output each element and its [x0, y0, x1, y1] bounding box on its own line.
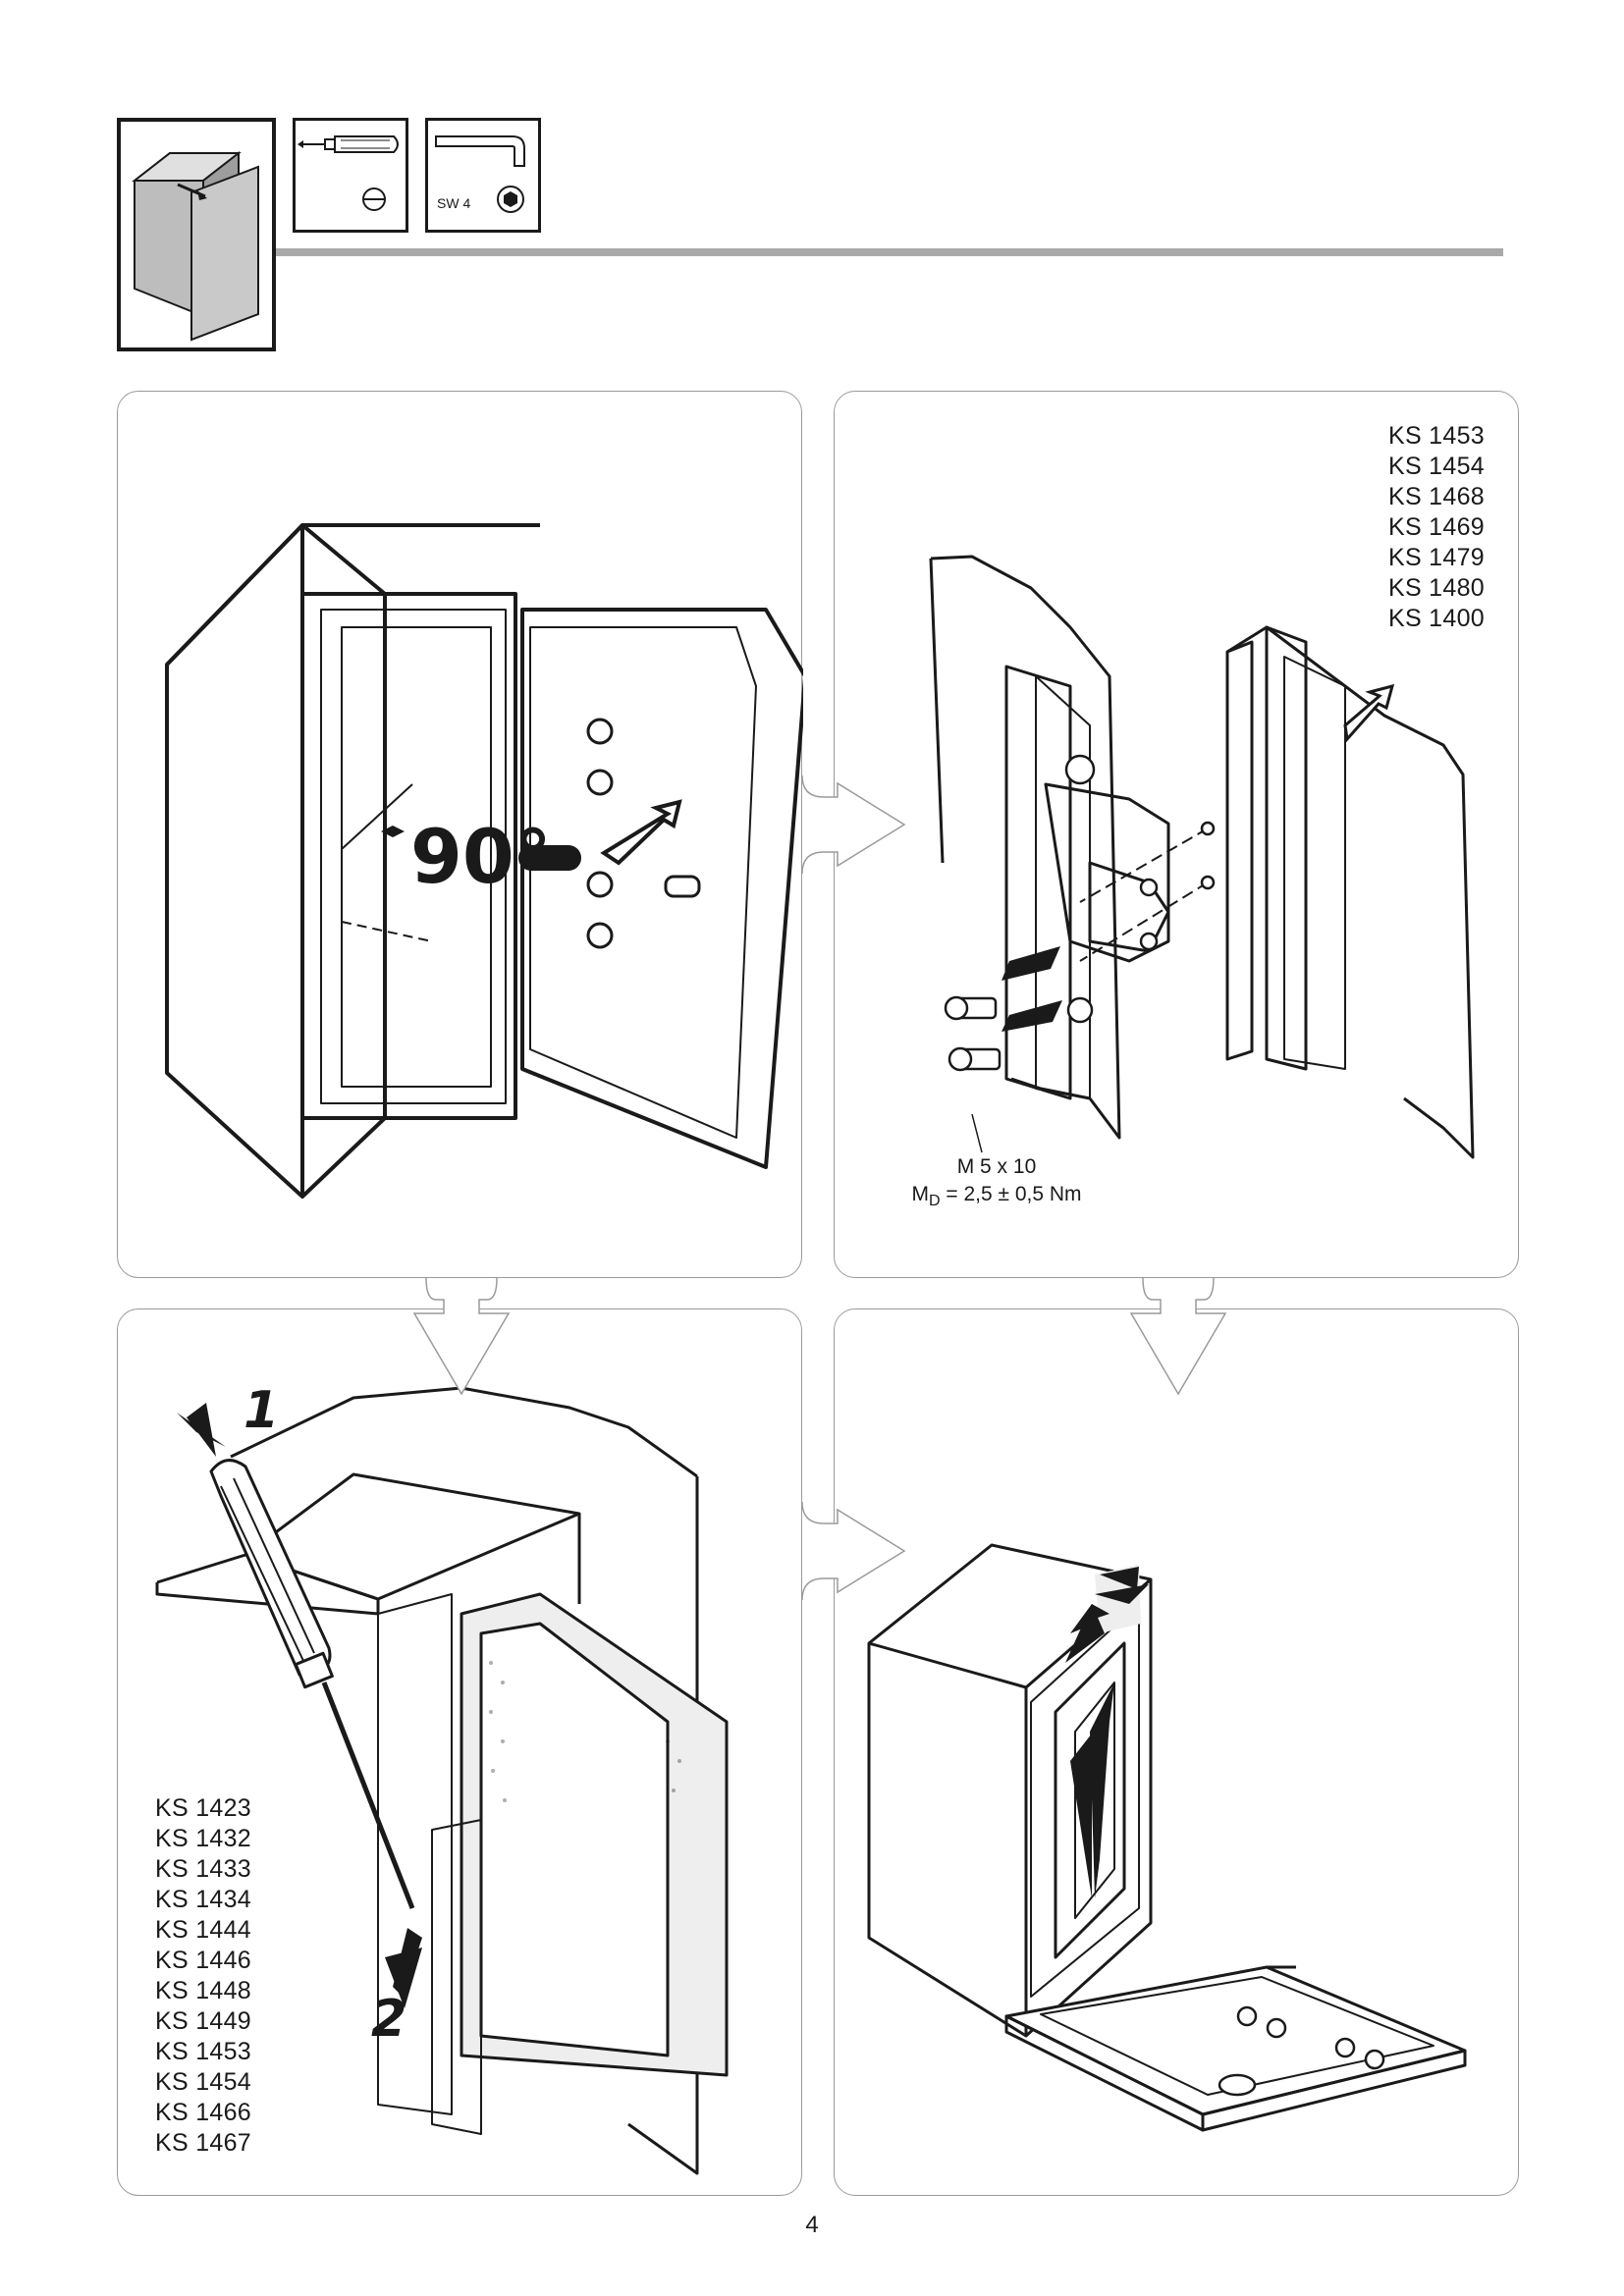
model-list-item: KS 1400 — [1387, 605, 1485, 632]
model-list-item: KS 1467 — [155, 2129, 252, 2157]
model-list-item: KS 1466 — [155, 2099, 252, 2126]
angle-label: 90° — [410, 813, 552, 900]
model-list-item: KS 1454 — [155, 2068, 252, 2096]
model-list-item: KS 1479 — [1387, 544, 1485, 571]
cabinet-door-icon — [117, 118, 276, 351]
model-list-item: KS 1433 — [155, 1855, 252, 1883]
model-list-hinge: KS 1453 KS 1454 KS 1468 KS 1469 KS 1479 … — [1388, 421, 1485, 634]
hex-key-icon: SW 4 — [425, 118, 541, 233]
profile-screwdriver-illustration: 1 2 — [155, 1381, 729, 2175]
step-panel-open-door: 90° — [117, 391, 803, 1278]
model-list-item: KS 1449 — [155, 2007, 252, 2035]
step-1-label: 1 — [244, 1381, 279, 1440]
model-list-item: KS 1469 — [1387, 513, 1485, 541]
screw-size: M 5 x 10 — [956, 1155, 1037, 1178]
page-number: 4 — [805, 2212, 819, 2238]
flow-arrow-right-bottom — [802, 1501, 906, 1601]
removed-door-illustration — [867, 1543, 1467, 2132]
model-list-item: KS 1423 — [155, 1794, 252, 1822]
model-list-item: KS 1432 — [155, 1825, 252, 1852]
screwdriver-icon — [293, 118, 408, 233]
model-list-profile: KS 1423 KS 1432 KS 1433 KS 1434 KS 1444 … — [155, 1793, 251, 2159]
model-list-item: KS 1480 — [1387, 574, 1485, 602]
step-panel-screwdriver: 1 2 KS 1423 KS 1432 KS 1433 KS 1434 KS 1… — [117, 1308, 802, 2196]
hex-key-size-label: SW 4 — [437, 195, 471, 211]
model-list-item: KS 1468 — [1387, 483, 1485, 510]
flow-arrow-down-left — [412, 1278, 511, 1396]
model-list-item: KS 1453 — [1387, 422, 1485, 450]
hinge-detail-illustration — [929, 555, 1475, 1159]
step-panel-door-removed — [834, 1308, 1519, 2196]
header-rule — [276, 248, 1503, 256]
open-cabinet-illustration: 90° — [165, 523, 803, 1199]
model-list-item: KS 1453 — [155, 2038, 252, 2065]
model-list-item: KS 1448 — [155, 1977, 252, 2004]
screw-spec: M 5 x 10 MD = 2,5 ± 0,5 Nm — [864, 1153, 1129, 1215]
tightening-torque: MD = 2,5 ± 0,5 Nm — [911, 1183, 1082, 1210]
model-list-item: KS 1444 — [155, 1916, 252, 1944]
step-2-label: 2 — [371, 1990, 406, 2049]
flow-arrow-down-right — [1129, 1278, 1227, 1396]
model-list-item: KS 1434 — [155, 1886, 252, 1913]
model-list-item: KS 1446 — [155, 1947, 252, 1974]
model-list-item: KS 1454 — [1387, 453, 1485, 480]
step-panel-hinge-screws: KS 1453 KS 1454 KS 1468 KS 1469 KS 1479 … — [834, 391, 1519, 1278]
flow-arrow-right-top — [802, 774, 906, 875]
